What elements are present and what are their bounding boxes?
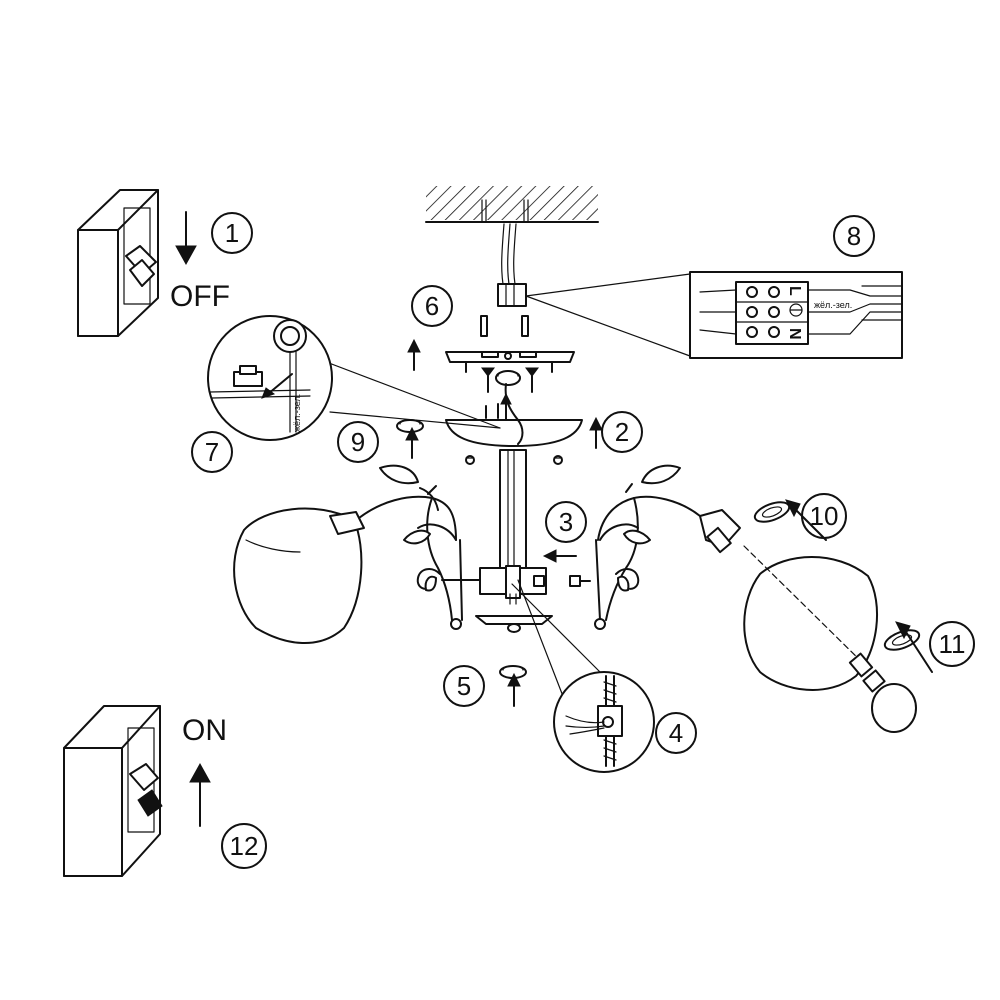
switch-toggle-icon <box>129 763 163 817</box>
step-marker-9: 9 <box>337 421 379 463</box>
shade-ring-icon <box>753 501 791 523</box>
left-arm <box>353 464 481 630</box>
terminal-wire-note: жёл.-зел. <box>814 300 852 310</box>
mounting-bracket <box>445 351 575 393</box>
svg-text:4: 4 <box>669 718 683 748</box>
arrow-up-icon <box>500 392 512 421</box>
arrow-up-icon <box>405 426 419 459</box>
svg-text:12: 12 <box>230 831 259 861</box>
step-marker-7: 7 <box>191 431 233 473</box>
screw-icon <box>481 367 495 393</box>
arrow-up-icon <box>589 416 603 449</box>
svg-text:2: 2 <box>615 417 629 447</box>
step-marker-11: 11 <box>929 621 975 667</box>
step-marker-10: 10 <box>801 493 847 539</box>
supply-wires <box>497 223 691 357</box>
leaf-icon <box>379 464 437 592</box>
detail-wire-note: жёл.-зел. <box>292 394 302 432</box>
off-label: OFF <box>170 280 230 313</box>
detail-clamp <box>511 579 655 773</box>
central-hub <box>479 565 591 605</box>
bulb-icon <box>848 652 917 733</box>
detail-wire-nut: жёл.-зел. <box>207 315 501 441</box>
svg-text:10: 10 <box>810 501 839 531</box>
step-marker-8: 8 <box>833 215 875 257</box>
nut-rotate-icon <box>495 370 521 386</box>
arrow-left-up-icon <box>895 621 933 673</box>
step-marker-1: 1 <box>211 212 253 254</box>
on-label: ON <box>182 714 227 747</box>
svg-text:8: 8 <box>847 221 861 251</box>
svg-text:7: 7 <box>205 437 219 467</box>
arrow-left-icon <box>542 549 577 563</box>
arrow-down-icon <box>175 211 197 266</box>
step-marker-2: 2 <box>601 411 643 453</box>
wall-switch-on: ON <box>63 705 227 877</box>
arrow-up-icon <box>189 762 211 827</box>
terminal-neutral-label: N <box>786 328 803 340</box>
step-marker-5: 5 <box>443 665 485 707</box>
svg-text:5: 5 <box>457 671 471 701</box>
left-glass-shade <box>233 507 365 645</box>
leaf-icon <box>617 464 681 592</box>
terminal-block-detail: L N жёл.-зел. <box>689 271 903 359</box>
svg-text:9: 9 <box>351 427 365 457</box>
arrow-up-icon <box>407 338 421 371</box>
switch-toggle-icon <box>125 245 157 287</box>
wall-dowels <box>480 315 529 337</box>
svg-text:3: 3 <box>559 507 573 537</box>
terminal-live-label: L <box>786 286 803 296</box>
wall-switch-off: OFF <box>77 189 230 337</box>
right-glass-shade <box>743 545 879 691</box>
ceiling <box>425 186 599 223</box>
shade-ring-icon <box>396 419 424 433</box>
step-marker-3: 3 <box>545 501 587 543</box>
arrow-up-icon <box>507 672 521 707</box>
step-marker-12: 12 <box>221 823 267 869</box>
svg-text:11: 11 <box>939 629 966 659</box>
lamp-socket <box>699 509 741 554</box>
right-arm <box>594 464 701 630</box>
screw-icon <box>525 367 539 393</box>
step-marker-6: 6 <box>411 285 453 327</box>
svg-text:1: 1 <box>225 218 239 248</box>
svg-text:6: 6 <box>425 291 439 321</box>
bottom-finial <box>475 615 553 633</box>
arrow-left-up-icon <box>785 499 827 541</box>
shade-ring-icon <box>883 629 921 651</box>
central-rod <box>499 449 527 569</box>
step-marker-4: 4 <box>655 712 697 754</box>
